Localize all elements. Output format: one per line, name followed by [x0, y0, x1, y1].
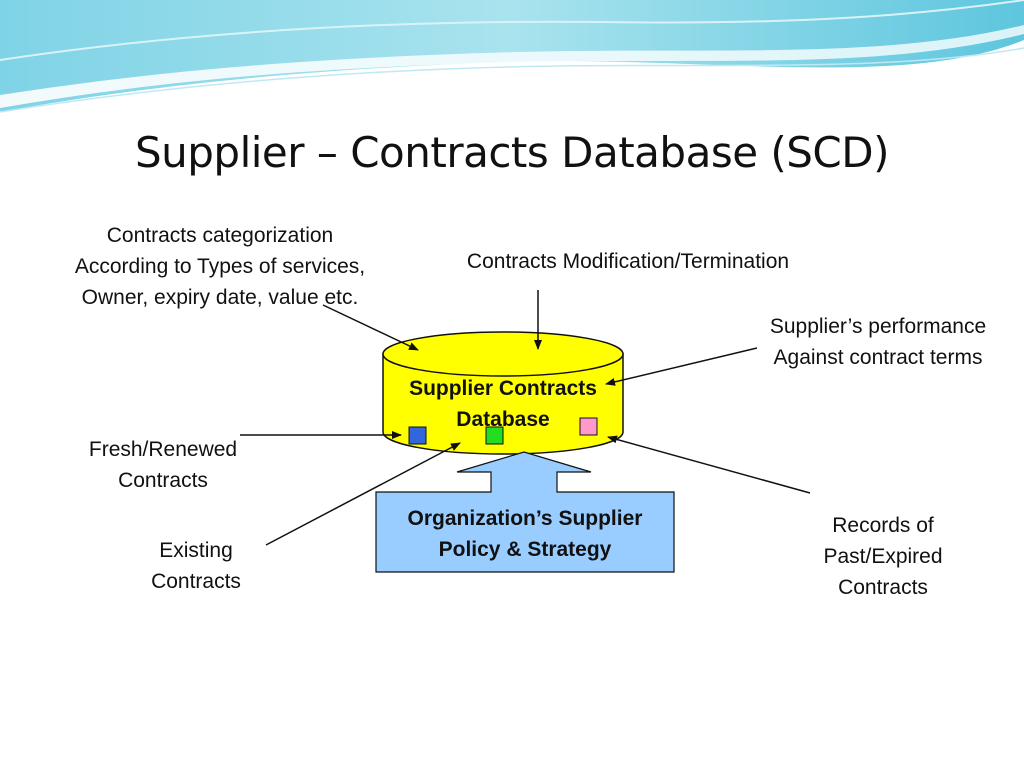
- green-marker: [485, 426, 504, 445]
- arrow-performance: [605, 347, 758, 386]
- header-wave-decoration: [0, 0, 1024, 113]
- database-cylinder: [382, 331, 624, 455]
- arrow-existing: [265, 442, 461, 546]
- label-performance: Supplier’s performance Against contract …: [769, 315, 987, 369]
- policy-label: Organization’s Supplier Policy & Strateg…: [407, 507, 643, 561]
- policy-box: [375, 451, 675, 573]
- database-label: Supplier Contracts Database: [409, 377, 597, 431]
- blue-marker: [408, 426, 427, 445]
- label-modification: Contracts Modification/Termination: [466, 250, 790, 273]
- label-categorization: Contracts categorization According to Ty…: [74, 224, 366, 309]
- arrow-records: [607, 435, 811, 494]
- slide-title: Supplier – Contracts Database (SCD): [134, 128, 890, 177]
- label-existing: Existing Contracts: [151, 539, 241, 593]
- arrow-categorization: [322, 304, 419, 351]
- label-fresh: Fresh/Renewed Contracts: [88, 438, 238, 492]
- label-records: Records of Past/Expired Contracts: [823, 514, 943, 599]
- pink-marker: [579, 417, 598, 436]
